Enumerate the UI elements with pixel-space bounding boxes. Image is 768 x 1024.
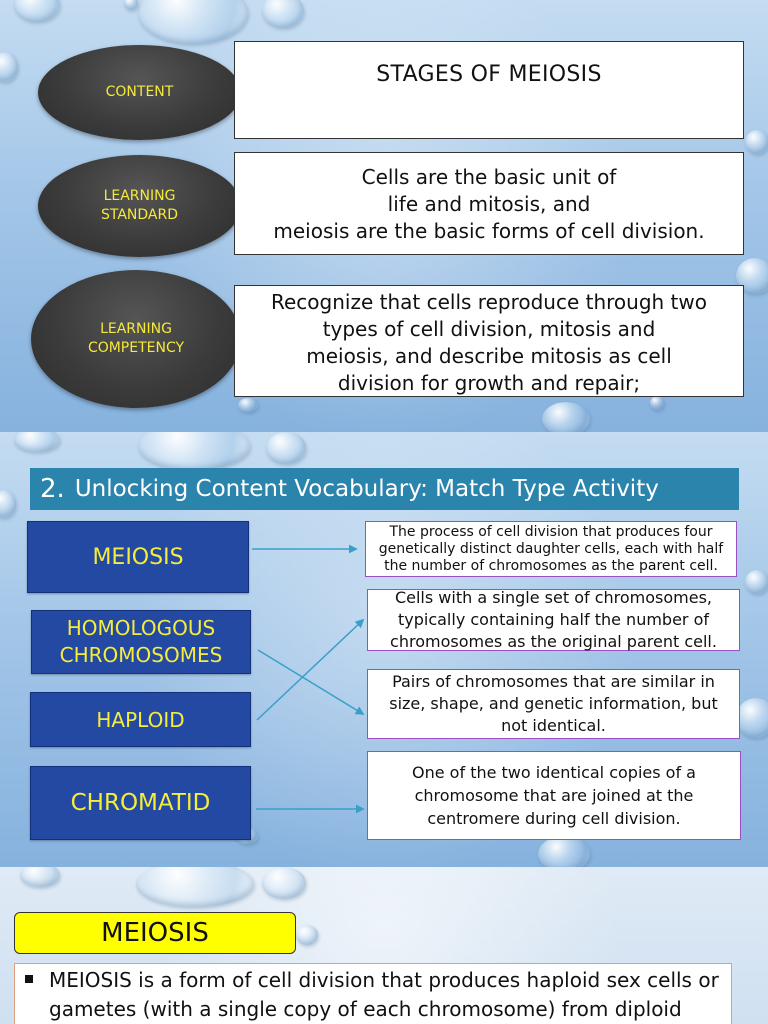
- definition-line: Pairs of chromosomes that are similar in: [392, 672, 715, 691]
- competency-label-line: LEARNING: [100, 321, 172, 338]
- activity-banner: 2. Unlocking Content Vocabulary: Match T…: [30, 468, 739, 510]
- definition-card[interactable]: One of the two identical copies of a chr…: [367, 751, 741, 840]
- competency-line: division for growth and repair;: [337, 371, 641, 395]
- standard-line: meiosis are the basic forms of cell divi…: [273, 219, 705, 243]
- standard-label-oval: LEARNING STANDARD: [38, 155, 241, 257]
- water-drop-decoration: [14, 432, 60, 452]
- term-meiosis[interactable]: MEIOSIS: [27, 521, 249, 593]
- standard-box: Cells are the basic unit of life and mit…: [234, 152, 744, 255]
- competency-box: Recognize that cells reproduce through t…: [234, 285, 744, 397]
- term-chromatid[interactable]: CHROMATID: [30, 766, 251, 840]
- water-drop-decoration: [736, 698, 768, 738]
- definition-line: The process of cell division that produc…: [389, 523, 713, 540]
- definition-line: One of the two identical copies of a: [412, 763, 696, 782]
- competency-line: Recognize that cells reproduce through t…: [271, 290, 707, 314]
- water-drop-decoration: [650, 396, 664, 410]
- water-drop-decoration: [0, 490, 16, 518]
- slide-vocabulary-match: 2. Unlocking Content Vocabulary: Match T…: [0, 432, 768, 867]
- water-drop-decoration: [262, 0, 304, 28]
- bullet-line: MEIOSIS is a form of cell division that …: [49, 968, 719, 992]
- match-connector-lines: [252, 544, 365, 814]
- standard-line: Cells are the basic unit of: [361, 165, 617, 189]
- term-label: HAPLOID: [96, 707, 185, 732]
- term-label: HOMOLOGOUS: [66, 616, 216, 640]
- activity-title: Unlocking Content Vocabulary: Match Type…: [74, 476, 659, 502]
- term-homologous-chromosomes[interactable]: HOMOLOGOUS CHROMOSOMES: [31, 610, 251, 674]
- water-drop-decoration: [238, 398, 258, 412]
- water-drop-decoration: [745, 130, 768, 154]
- water-drop-decoration: [20, 867, 60, 887]
- definition-card[interactable]: The process of cell division that produc…: [365, 521, 737, 577]
- connector-haploid: [256, 618, 365, 721]
- definition-card[interactable]: Pairs of chromosomes that are similar in…: [367, 669, 740, 739]
- standard-line: life and mitosis, and: [387, 192, 591, 216]
- definition-line: chromosome that are joined at the: [414, 786, 694, 805]
- slide-learning-objectives: CONTENT STAGES OF MEIOSIS LEARNING STAND…: [0, 0, 768, 432]
- water-drop-decoration: [266, 432, 306, 464]
- water-drop-decoration: [138, 432, 250, 470]
- standard-label-line: LEARNING: [103, 188, 176, 205]
- definition-line: chromosomes as the original parent cell.: [390, 632, 717, 651]
- water-drop-decoration: [262, 867, 306, 899]
- water-drop-decoration: [136, 867, 254, 907]
- term-label: MEIOSIS: [92, 544, 184, 570]
- content-text: STAGES OF MEIOSIS: [376, 62, 602, 87]
- water-drop-decoration: [124, 0, 138, 10]
- definition-line: centromere during cell division.: [427, 809, 681, 828]
- term-label: CHROMOSOMES: [59, 643, 223, 667]
- definition-line: typically containing half the number of: [397, 610, 709, 629]
- meiosis-heading: MEIOSIS: [14, 912, 296, 954]
- competency-label-line: COMPETENCY: [87, 340, 185, 356]
- connector-homologous: [257, 649, 365, 715]
- standard-label-line: STANDARD: [100, 207, 179, 223]
- term-haploid[interactable]: HAPLOID: [30, 692, 251, 747]
- competency-line: meiosis, and describe mitosis as cell: [306, 344, 672, 368]
- water-drop-decoration: [14, 0, 60, 22]
- definition-line: Cells with a single set of chromosomes,: [394, 588, 713, 607]
- definition-line: the number of chromosomes as the parent …: [384, 557, 718, 574]
- bullet-icon: [25, 975, 33, 983]
- water-drop-decoration: [138, 0, 248, 44]
- definition-line: genetically distinct daughter cells, eac…: [378, 540, 724, 557]
- content-box: STAGES OF MEIOSIS: [234, 41, 744, 139]
- water-drop-decoration: [745, 570, 768, 594]
- slide-meiosis-definition: MEIOSIS MEIOSIS is a form of cell divisi…: [0, 867, 768, 1024]
- competency-line: types of cell division, mitosis and: [322, 317, 656, 341]
- content-label: CONTENT: [105, 84, 174, 101]
- water-drop-decoration: [542, 402, 590, 432]
- definition-line: not identical.: [501, 716, 606, 735]
- competency-label-oval: LEARNING COMPETENCY: [31, 270, 241, 408]
- term-label: CHROMATID: [70, 790, 211, 816]
- meiosis-bullet-box: MEIOSIS is a form of cell division that …: [14, 963, 732, 1024]
- activity-number: 2.: [40, 474, 65, 504]
- meiosis-heading-text: MEIOSIS: [101, 918, 209, 948]
- content-label-oval: CONTENT: [38, 45, 241, 140]
- definition-line: size, shape, and genetic information, bu…: [389, 694, 718, 713]
- bullet-line: gametes (with a single copy of each chro…: [49, 997, 682, 1021]
- definition-card[interactable]: Cells with a single set of chromosomes, …: [367, 588, 740, 651]
- water-drop-decoration: [538, 836, 590, 867]
- water-drop-decoration: [296, 925, 318, 945]
- water-drop-decoration: [0, 52, 18, 82]
